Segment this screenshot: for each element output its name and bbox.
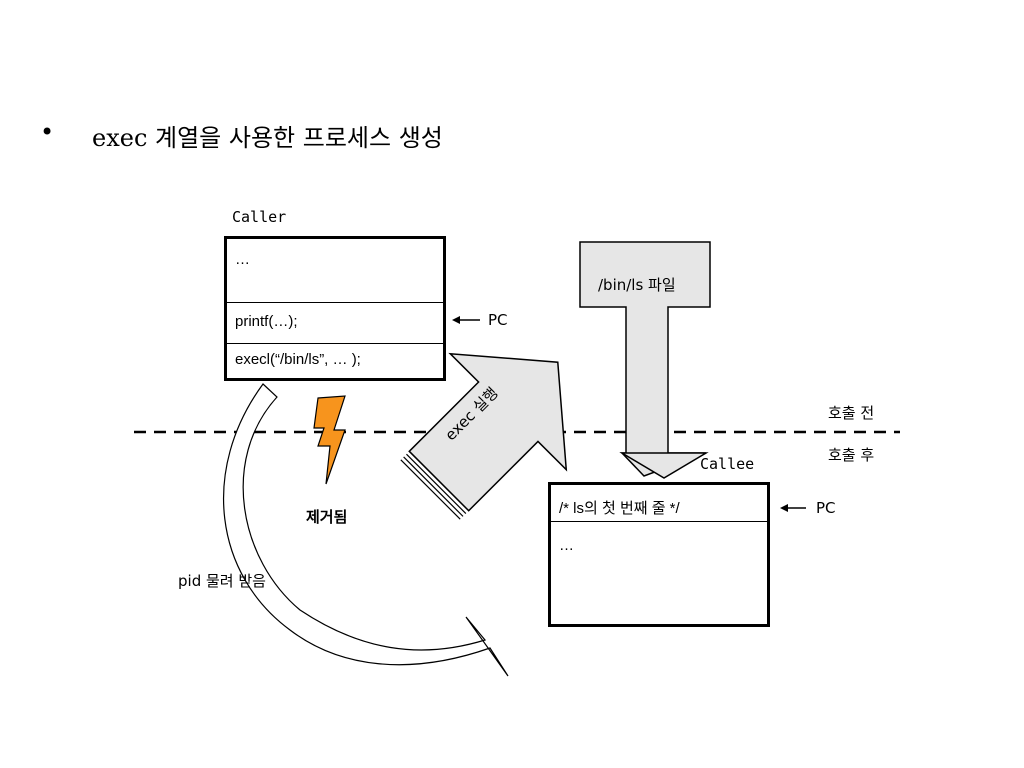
callee-box: /* ls의 첫 번째 줄 */ … [548, 482, 770, 627]
callee-pc-label: PC [816, 499, 836, 517]
callee-line-first: /* ls의 첫 번째 줄 */ [559, 500, 680, 517]
file-load-arrow-head [619, 452, 709, 479]
callee-pc-arrow [780, 504, 806, 512]
caller-box: … printf(…); execl(“/bin/ls”, … ); [224, 236, 446, 381]
caller-divider [227, 343, 443, 344]
caller-line-execl: execl(“/bin/ls”, … ); [235, 351, 361, 368]
lightning-icon [313, 395, 346, 485]
before-call-label: 호출 전 [828, 404, 875, 422]
caller-line-ellipsis: … [235, 251, 250, 268]
callee-line-ellipsis: … [559, 537, 574, 554]
caller-pc-arrow [452, 316, 480, 324]
removed-label: 제거됨 [306, 508, 348, 526]
pid-inherit-arrow [223, 383, 509, 677]
caller-divider [227, 302, 443, 303]
slide-bullet: • [40, 118, 55, 146]
after-call-label: 호출 후 [828, 446, 875, 464]
callee-divider [551, 521, 767, 522]
slide-title: exec 계열을 사용한 프로세스 생성 [92, 124, 443, 152]
pid-inherit-label: pid 물려 받음 [178, 572, 266, 590]
caller-line-printf: printf(…); [235, 313, 298, 330]
caller-label: Caller [232, 208, 287, 226]
caller-pc-label: PC [488, 311, 508, 329]
callee-label: Callee [700, 455, 755, 473]
exec-arrow [400, 352, 568, 520]
file-arrow-label: /bin/ls 파일 [598, 276, 676, 294]
